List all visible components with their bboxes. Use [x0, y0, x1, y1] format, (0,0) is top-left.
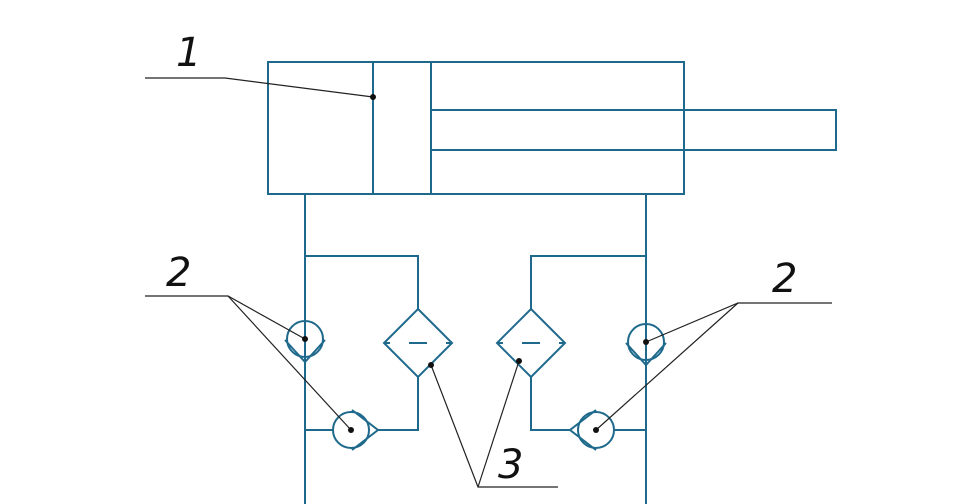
piston [372, 61, 432, 195]
leader-dots [302, 94, 649, 433]
filter-left [382, 307, 454, 379]
leader-2-right [645, 302, 832, 343]
check-valve-right-upper [625, 323, 667, 367]
label-filters: 3 [498, 442, 523, 488]
label-cylinder: 1 [176, 30, 201, 76]
filter-right [495, 307, 567, 379]
label-check-valves-left: 2 [166, 250, 191, 296]
leader-1 [145, 77, 374, 98]
check-valve-left-upper [284, 320, 326, 364]
leader-2-left [145, 295, 306, 340]
hydraulic-lines [304, 194, 647, 504]
label-check-valves-right: 2 [772, 256, 797, 302]
check-valve-right-lower [568, 409, 615, 451]
piston-rod [431, 109, 837, 151]
leader-3 [430, 364, 558, 488]
check-valve-left-lower [332, 409, 380, 451]
hydraulic-cylinder [267, 61, 837, 195]
